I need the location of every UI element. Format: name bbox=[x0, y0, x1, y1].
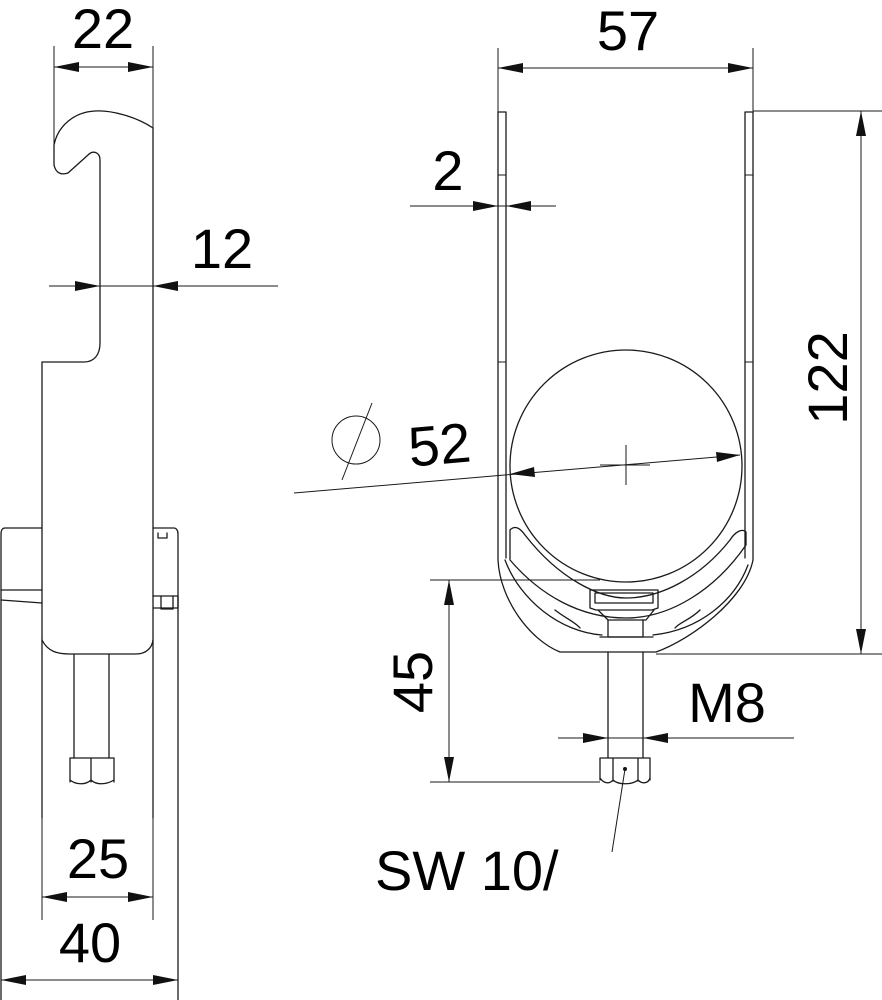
dimension-25: 25 bbox=[42, 827, 153, 902]
dim-label-25: 25 bbox=[67, 827, 129, 890]
dimension-45: 45 bbox=[381, 580, 454, 782]
dim-label-2: 2 bbox=[432, 139, 463, 202]
dimension-22: 22 bbox=[54, 0, 153, 72]
wrench-size-callout: SW 10/ bbox=[375, 768, 626, 902]
side-view: 22 12 25 40 bbox=[0, 0, 278, 1000]
dim-label-40: 40 bbox=[59, 911, 121, 974]
dim-label-12: 12 bbox=[191, 217, 253, 280]
diameter-symbol-icon bbox=[331, 415, 381, 465]
hex-nut bbox=[599, 757, 651, 785]
dim-label-52: 52 bbox=[406, 410, 474, 478]
clip-tab bbox=[152, 595, 179, 609]
body-bottom bbox=[41, 639, 154, 655]
front-view: 57 2 122 52 45 bbox=[293, 0, 882, 902]
hook-profile bbox=[41, 110, 154, 819]
dim-label-57: 57 bbox=[597, 0, 659, 62]
clip-notch bbox=[157, 532, 168, 539]
clip-tab-inner bbox=[160, 595, 174, 610]
dimension-diameter-52: 52 bbox=[293, 402, 741, 494]
saddle-insert bbox=[509, 526, 747, 619]
right-clip bbox=[152, 527, 179, 1000]
saddle-detail bbox=[554, 609, 701, 629]
dimension-M8: M8 bbox=[558, 671, 794, 743]
nut bbox=[69, 757, 115, 785]
cable-circle bbox=[509, 349, 743, 583]
bolt-seat bbox=[589, 589, 659, 611]
left-plate bbox=[0, 527, 43, 1000]
dimension-12: 12 bbox=[49, 217, 278, 291]
dim-label-45: 45 bbox=[381, 651, 444, 713]
saddle-lower bbox=[504, 559, 749, 636]
bolt-head bbox=[607, 619, 644, 638]
plate-line-2 bbox=[0, 599, 43, 604]
leader-line bbox=[611, 768, 626, 853]
dim-label-SW10: SW 10/ bbox=[375, 839, 559, 902]
dimension-2: 2 bbox=[410, 139, 556, 211]
dim-label-22: 22 bbox=[72, 0, 134, 60]
dimension-122: 122 bbox=[796, 111, 866, 654]
clamp-outer bbox=[497, 111, 754, 653]
clamp-inner bbox=[497, 111, 754, 559]
dimension-57: 57 bbox=[498, 0, 753, 73]
bolt-neck bbox=[597, 609, 655, 621]
dim-label-M8: M8 bbox=[688, 671, 766, 734]
dimension-40: 40 bbox=[1, 911, 178, 985]
dim-label-122: 122 bbox=[796, 331, 859, 424]
